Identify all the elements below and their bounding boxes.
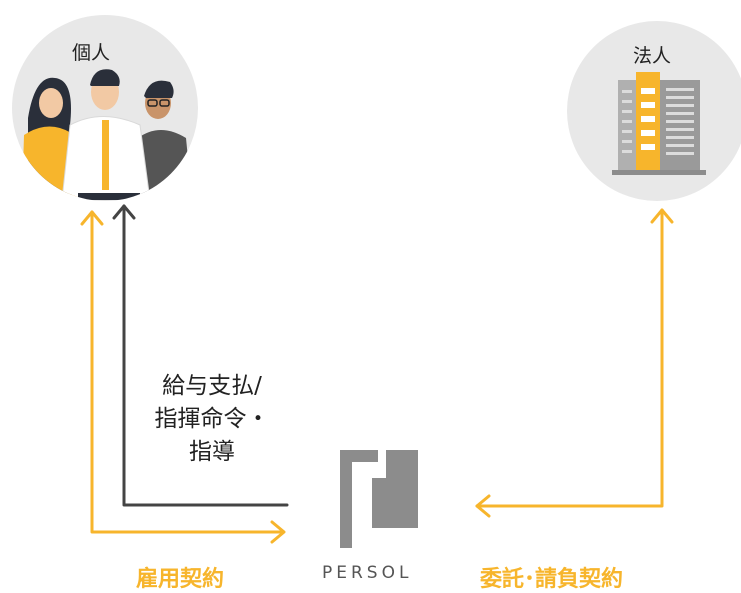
individual-label: 個人 [72, 42, 111, 64]
salary-instruction-line: 指導 [189, 439, 235, 465]
salary-instruction-arrow [112, 204, 289, 507]
employment-contract-arrow [80, 210, 286, 544]
salary-instruction-line: 給与支払/ [162, 373, 262, 399]
outsourcing-contract-arrow [475, 208, 674, 518]
corporation-label: 法人 [633, 45, 672, 67]
salary-instruction-line: 指揮命令・ [154, 406, 270, 432]
employment-contract-label: 雇用契約 [136, 567, 225, 592]
building-icon [612, 72, 706, 175]
salary-instruction-text: 給与支払/ 指揮命令・ 指導 [132, 370, 292, 469]
persol-logo-icon [340, 450, 418, 548]
company-name: PERSOL [322, 563, 413, 583]
outsourcing-contract-label: 委託･請負契約 [480, 567, 624, 592]
people-illustration [22, 69, 192, 201]
